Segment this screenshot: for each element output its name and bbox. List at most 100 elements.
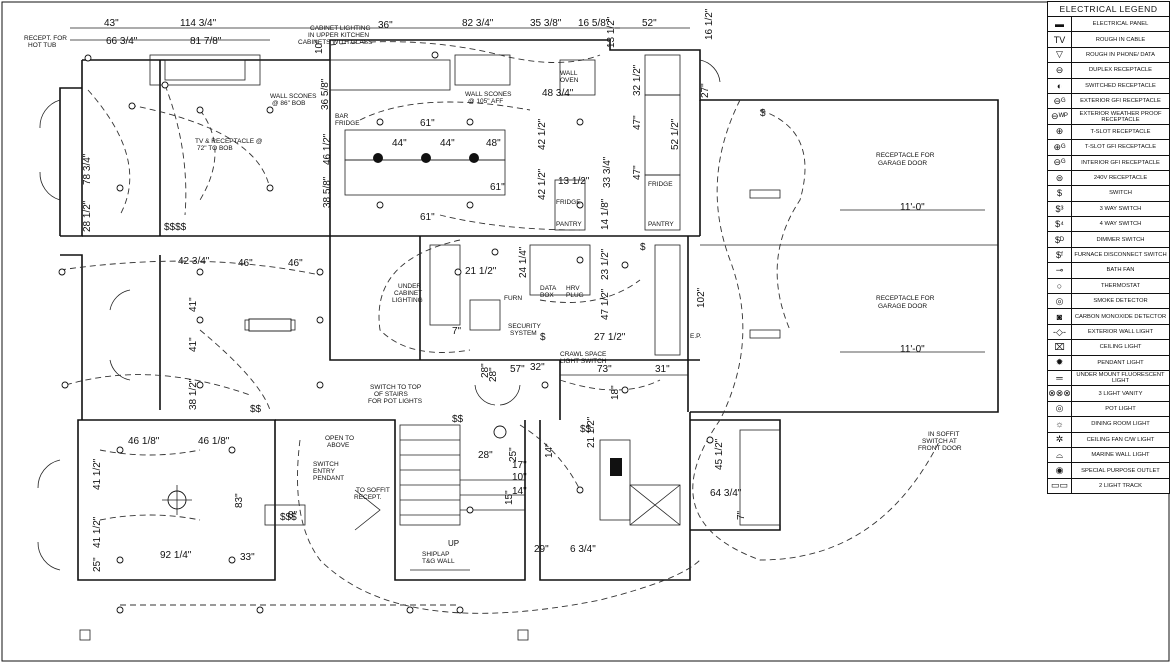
- legend-symbol-icon: ○: [1048, 278, 1072, 294]
- legend-symbol-icon: $³: [1048, 201, 1072, 217]
- legend-title: ELECTRICAL LEGEND: [1048, 2, 1169, 17]
- legend-label: THERMOSTAT: [1100, 282, 1141, 289]
- note-text: RECEPTACLE FOR: [876, 152, 935, 159]
- legend-row: ▭▭2 LIGHT TRACK: [1048, 478, 1169, 494]
- legend-row: $ᴰ DIMMER SWITCH: [1048, 232, 1169, 248]
- dim-label: 27": [700, 83, 711, 98]
- dim-label: 13 1/2": [606, 16, 617, 48]
- dim-label: 28": [478, 450, 493, 461]
- pendant-light: [373, 153, 479, 163]
- note-text: WALL: [560, 70, 578, 77]
- note-text: SHIPLAP: [422, 551, 449, 558]
- dim-label: 29": [534, 544, 549, 555]
- note-text: CABINET LIGHTING: [310, 25, 371, 32]
- note-text: OPEN TO: [325, 435, 354, 442]
- legend-symbol-icon: ▬: [1048, 17, 1072, 32]
- legend-label: MARINE WALL LIGHT: [1091, 452, 1150, 459]
- dim-label: 47 1/2": [600, 288, 611, 320]
- legend-row: ☼ DINING ROOM LIGHT: [1048, 417, 1169, 433]
- legend-label: DINING ROOM LIGHT: [1091, 421, 1150, 428]
- dim-label: 17": [512, 460, 527, 471]
- legend-symbol-icon: ☼: [1048, 417, 1072, 432]
- dim-label: 36": [378, 20, 393, 31]
- dim-label: 16 1/2": [704, 8, 715, 40]
- note-text: FURN: [504, 295, 522, 302]
- legend-symbol-icon: -◇-: [1048, 324, 1072, 340]
- note-text: @ 86" BOB: [272, 100, 305, 107]
- legend-label: CEILING FAN C/W LIGHT: [1086, 436, 1155, 443]
- legend-symbol-icon: ⊖: [1048, 63, 1072, 78]
- dim-label: 52": [642, 18, 657, 29]
- note-text: WALL SCONES: [270, 93, 317, 100]
- svg-text:$$$$: $$$$: [164, 222, 187, 233]
- top-dimension-lines: [70, 27, 690, 41]
- dim-label: 21 1/2": [586, 416, 597, 448]
- dim-label: 64 3/4": [710, 488, 742, 499]
- dim-label: 11'-0": [900, 202, 925, 213]
- ceiling-fan-light: [493, 425, 507, 439]
- dim-label: 7": [736, 510, 747, 520]
- legend-row: ⌧CEILING LIGHT: [1048, 340, 1169, 356]
- note-text: SWITCH: [313, 461, 339, 468]
- legend-label: ELECTRICAL PANEL: [1092, 21, 1149, 28]
- dim-label: 83": [234, 493, 245, 508]
- legend-symbol-icon: ✹: [1048, 355, 1072, 370]
- dim-label: 41": [188, 297, 199, 312]
- legend-label: EXTERIOR GFI RECEPTACLE: [1080, 98, 1161, 105]
- dim-label: 31": [655, 364, 670, 375]
- note-text: SWITCH AT: [922, 438, 957, 445]
- legend-symbol-icon: ═: [1048, 370, 1072, 386]
- legend-symbol-icon: ▽: [1048, 47, 1072, 63]
- dimensions: 43" 114 3/4" 66 3/4" 81 7/8" 36" 82 3/4"…: [82, 8, 925, 572]
- note-text: ENTRY: [313, 468, 336, 475]
- legend-symbol-icon: ◉: [1048, 463, 1072, 478]
- pot-light: [58, 51, 714, 614]
- dim-label: 21 1/2": [465, 266, 497, 277]
- note-text: UP: [448, 539, 459, 548]
- legend-row: ═UNDER MOUNT FLUORESCENT LIGHT: [1048, 370, 1169, 387]
- legend-label: DIMMER SWITCH: [1096, 236, 1145, 243]
- legend-label: SWITCH: [1109, 190, 1132, 197]
- dim-label: 27 1/2": [594, 332, 626, 343]
- legend-label: SWITCHED RECEPTACLE: [1085, 82, 1156, 89]
- legend-symbol-icon: TV: [1048, 32, 1072, 47]
- note-text: HRV: [566, 285, 580, 292]
- note-text: RECEPT.: [354, 494, 382, 501]
- dim-label: 81 7/8": [190, 36, 222, 47]
- svg-text:$: $: [540, 332, 546, 343]
- dim-label: 44": [392, 138, 407, 149]
- dim-label: 47": [632, 165, 643, 180]
- dim-label: 82 3/4": [462, 18, 494, 29]
- dim-label: 6 3/4": [570, 544, 596, 555]
- dim-label: 8": [288, 510, 298, 521]
- dim-label: 41": [188, 337, 199, 352]
- dim-label: 36 5/8": [320, 78, 331, 110]
- dim-label: 28": [480, 363, 491, 378]
- legend-row: ⌓MARINE WALL LIGHT: [1048, 447, 1169, 464]
- legend-row: $SWITCH: [1048, 186, 1169, 202]
- dim-label: 114 3/4": [180, 18, 217, 29]
- legend-symbol-icon: $ᴰ: [1048, 232, 1072, 247]
- dim-label: 42 3/4": [178, 256, 210, 267]
- dim-label: 52 1/2": [670, 118, 681, 150]
- legend-row: ○ THERMOSTAT: [1048, 278, 1169, 295]
- dim-label: 38 1/2": [188, 378, 199, 410]
- dim-label: 61": [420, 118, 435, 129]
- legend-label: EXTERIOR WEATHER PROOF RECEPTACLE: [1079, 110, 1162, 123]
- note-text: PANTRY: [556, 221, 582, 228]
- note-text: SYSTEM: [510, 330, 537, 337]
- note-text: IN SOFFIT: [928, 431, 959, 438]
- note-text: HOT TUB: [28, 42, 56, 49]
- legend-label: PENDANT LIGHT: [1097, 359, 1144, 366]
- light-fixtures: [58, 51, 714, 614]
- legend-label: DUPLEX RECEPTACLE: [1088, 67, 1153, 74]
- legend-row: ⊗⊗⊗3 LIGHT VANITY: [1048, 386, 1169, 402]
- note-text: PLUG: [566, 292, 584, 299]
- dim-label: 23 1/2": [600, 248, 611, 280]
